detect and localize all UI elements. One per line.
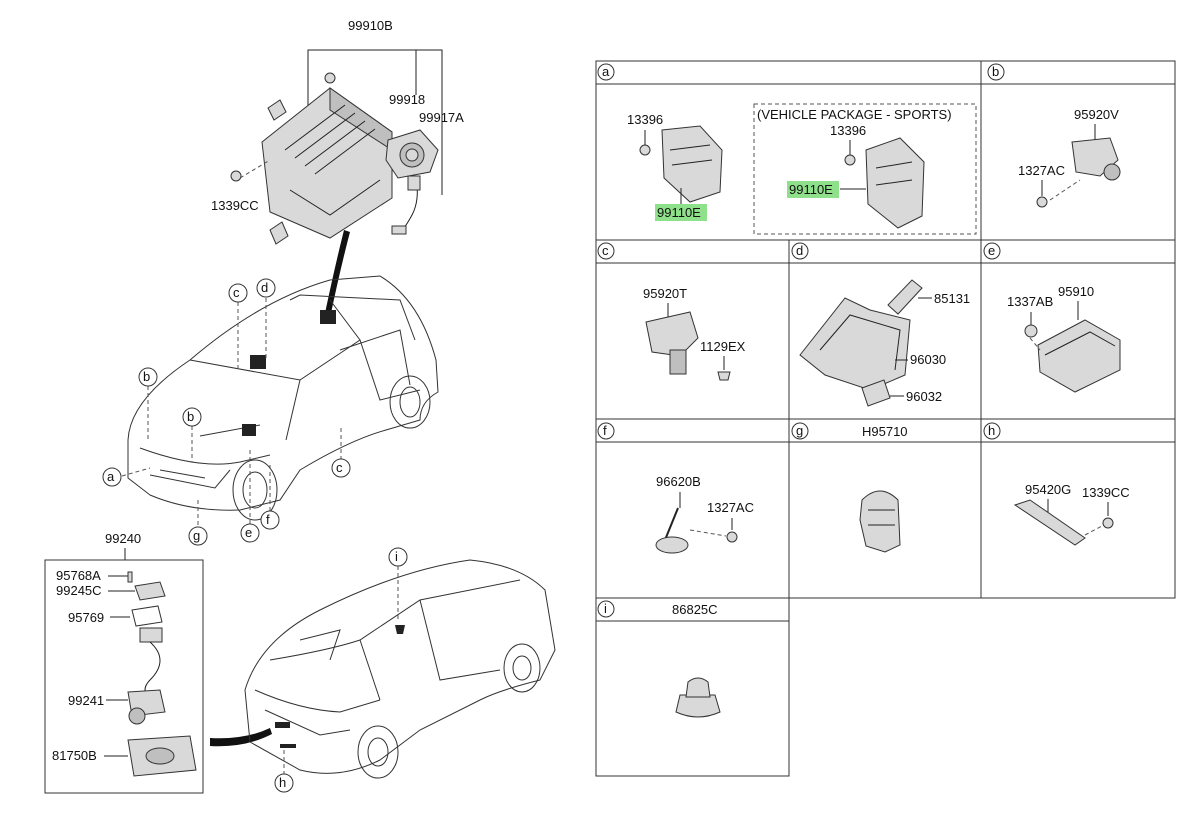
- cell-h-letter: h: [988, 423, 995, 438]
- cell-b-letter: b: [992, 64, 999, 79]
- label-95420g: 95420G: [1025, 482, 1071, 497]
- callout-d-top: d: [261, 280, 268, 295]
- label-a-13396: 13396: [627, 112, 663, 127]
- module-95910-drawing: [1037, 319, 1121, 393]
- header-h95710: H95710: [862, 424, 908, 439]
- label-package-title: (VEHICLE PACKAGE - SPORTS): [757, 107, 952, 122]
- rear-car-drawing: [244, 559, 556, 779]
- label-99245c: 99245C: [56, 583, 102, 598]
- callout-e: e: [245, 525, 252, 540]
- label-95920t: 95920T: [643, 286, 687, 301]
- callout-h: h: [279, 775, 286, 790]
- clip-86825c-drawing: [675, 694, 721, 718]
- label-85131: 85131: [934, 291, 970, 306]
- label-96620b: 96620B: [656, 474, 701, 489]
- bracket-85131-drawing: [887, 279, 923, 315]
- part-h95710-drawing: [859, 490, 901, 553]
- label-b-1327ac: 1327AC: [1018, 163, 1065, 178]
- label-96030: 96030: [910, 352, 946, 367]
- callout-f: f: [266, 512, 270, 527]
- label-99241: 99241: [68, 693, 104, 708]
- parts-table: [595, 60, 1176, 777]
- callout-c-top: c: [233, 285, 240, 300]
- label-81750b: 81750B: [52, 748, 97, 763]
- callout-g: g: [193, 528, 200, 543]
- label-1339cc: 1339CC: [211, 198, 259, 213]
- cover-96030-drawing: [799, 297, 911, 391]
- arrow-to-car: [324, 230, 350, 318]
- label-99910b: 99910B: [348, 18, 393, 33]
- cell-a-letter: a: [602, 64, 610, 79]
- horn-96620b-drawing: [655, 536, 689, 554]
- callout-b-left: b: [143, 369, 150, 384]
- cell-a: a 13396 99110E (VEHICLE PACKAGE - SPORTS…: [597, 63, 977, 235]
- highlight-99110e: [655, 204, 707, 221]
- callout-a: a: [107, 469, 115, 484]
- package-frame: [753, 103, 977, 235]
- callout-i: i: [395, 549, 398, 564]
- front-car-drawing: [127, 275, 439, 521]
- cell-i: i 86825C: [597, 600, 721, 718]
- highlight-pkg-99110e: [787, 181, 839, 198]
- label-1337ab: 1337AB: [1007, 294, 1053, 309]
- ecu-module-drawing: [261, 72, 393, 245]
- camera-assembly-frame: [44, 559, 204, 794]
- assembly-99910b: 99910B 99918 99917A 1339CC: [211, 18, 464, 318]
- callout-c-side: c: [336, 460, 343, 475]
- rear-car-callouts: i h: [274, 547, 408, 793]
- cell-c-letter: c: [602, 243, 609, 258]
- cell-h: h 95420G 1339CC: [983, 422, 1130, 546]
- label-h-1339cc: 1339CC: [1082, 485, 1130, 500]
- cell-e-letter: e: [988, 243, 995, 258]
- label-95920v: 95920V: [1074, 107, 1119, 122]
- callout-b-mid: b: [187, 409, 194, 424]
- cell-d: d 85131 96030 96032: [791, 242, 970, 407]
- label-pkg-99110e: 99110E: [789, 182, 833, 197]
- label-1129ex: 1129EX: [700, 339, 746, 354]
- cell-g: g H95710: [791, 422, 908, 553]
- assembly-99240: 99240 95768A 99245C 95769 99241 81750B: [44, 531, 272, 794]
- label-f-1327ac: 1327AC: [707, 500, 754, 515]
- cell-e: e 1337AB 95910: [983, 242, 1121, 393]
- header-86825c: 86825C: [672, 602, 718, 617]
- cell-f-letter: f: [603, 423, 607, 438]
- cell-b: b 95920V 1327AC: [987, 63, 1121, 208]
- label-95768a: 95768A: [56, 568, 101, 583]
- cell-i-letter: i: [604, 601, 607, 616]
- label-99917a: 99917A: [419, 110, 464, 125]
- module-99110e-drawing: [661, 125, 723, 203]
- label-99240: 99240: [105, 531, 141, 546]
- label-99918: 99918: [389, 92, 425, 107]
- sensor-95920t-drawing: [645, 311, 699, 357]
- cell-c: c 95920T 1129EX: [597, 242, 746, 381]
- label-95769: 95769: [68, 610, 104, 625]
- cell-g-letter: g: [796, 423, 803, 438]
- sensor-99918-drawing: [385, 129, 439, 235]
- cell-f: f 96620B 1327AC: [597, 422, 754, 554]
- cell-d-letter: d: [796, 243, 803, 258]
- nut-1339cc-drawing: [230, 170, 242, 182]
- label-96032: 96032: [906, 389, 942, 404]
- label-a-99110e: 99110E: [657, 205, 701, 220]
- label-95910: 95910: [1058, 284, 1094, 299]
- label-pkg-13396: 13396: [830, 123, 866, 138]
- clip-96032-drawing: [861, 379, 891, 407]
- front-car-callouts: c d b b a g e f c: [102, 278, 351, 546]
- antenna-95420g-drawing: [1013, 499, 1086, 546]
- pkg-module-drawing: [865, 137, 925, 229]
